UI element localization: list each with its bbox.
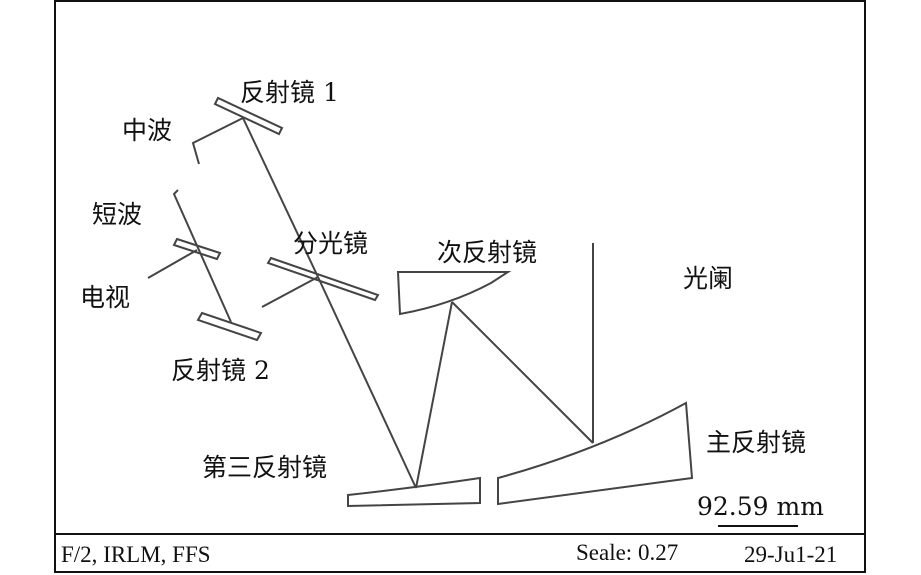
ray-secondary-primary (451, 301, 594, 444)
label-scalebar: 92.59 mm (697, 492, 824, 521)
label-stop: 光阑 (683, 264, 734, 293)
mirror-2-element (196, 311, 263, 342)
mediumwave-path (191, 117, 244, 165)
label-tv: 电视 (80, 283, 131, 312)
footer-spec: F/2, IRLM, FFS (61, 542, 211, 567)
ray-mirror1-splitter (242, 117, 319, 278)
label-mediumwave: 中波 (122, 116, 173, 145)
diagram-border (54, 0, 866, 573)
mirror-1-element (213, 96, 284, 136)
secondary-mirror-element (396, 271, 512, 316)
tv-leader (147, 249, 198, 279)
footer-date: 29-Ju1-21 (744, 542, 838, 567)
footer-scale: Seale: 0.27 (576, 540, 679, 565)
label-shortwave: 短波 (92, 200, 143, 229)
shortwave-path (172, 189, 232, 323)
label-primary: 主反射镜 (706, 428, 807, 457)
label-mirror-2: 反射镜 2 (171, 356, 270, 385)
beam-splitter-element (266, 256, 380, 302)
label-secondary: 次反射镜 (437, 238, 538, 267)
primary-mirror-element (497, 401, 694, 506)
ray-secondary-tertiary (415, 301, 453, 489)
label-tertiary: 第三反射镜 (202, 453, 328, 482)
label-splitter: 分光镜 (293, 229, 369, 258)
tv-splitter-element (172, 237, 222, 261)
label-mirror-1: 反射镜 1 (240, 78, 339, 107)
ray-splitter-tertiary (317, 276, 417, 489)
tertiary-mirror-element (347, 476, 481, 508)
ray-splitter-mirror2 (261, 276, 319, 308)
